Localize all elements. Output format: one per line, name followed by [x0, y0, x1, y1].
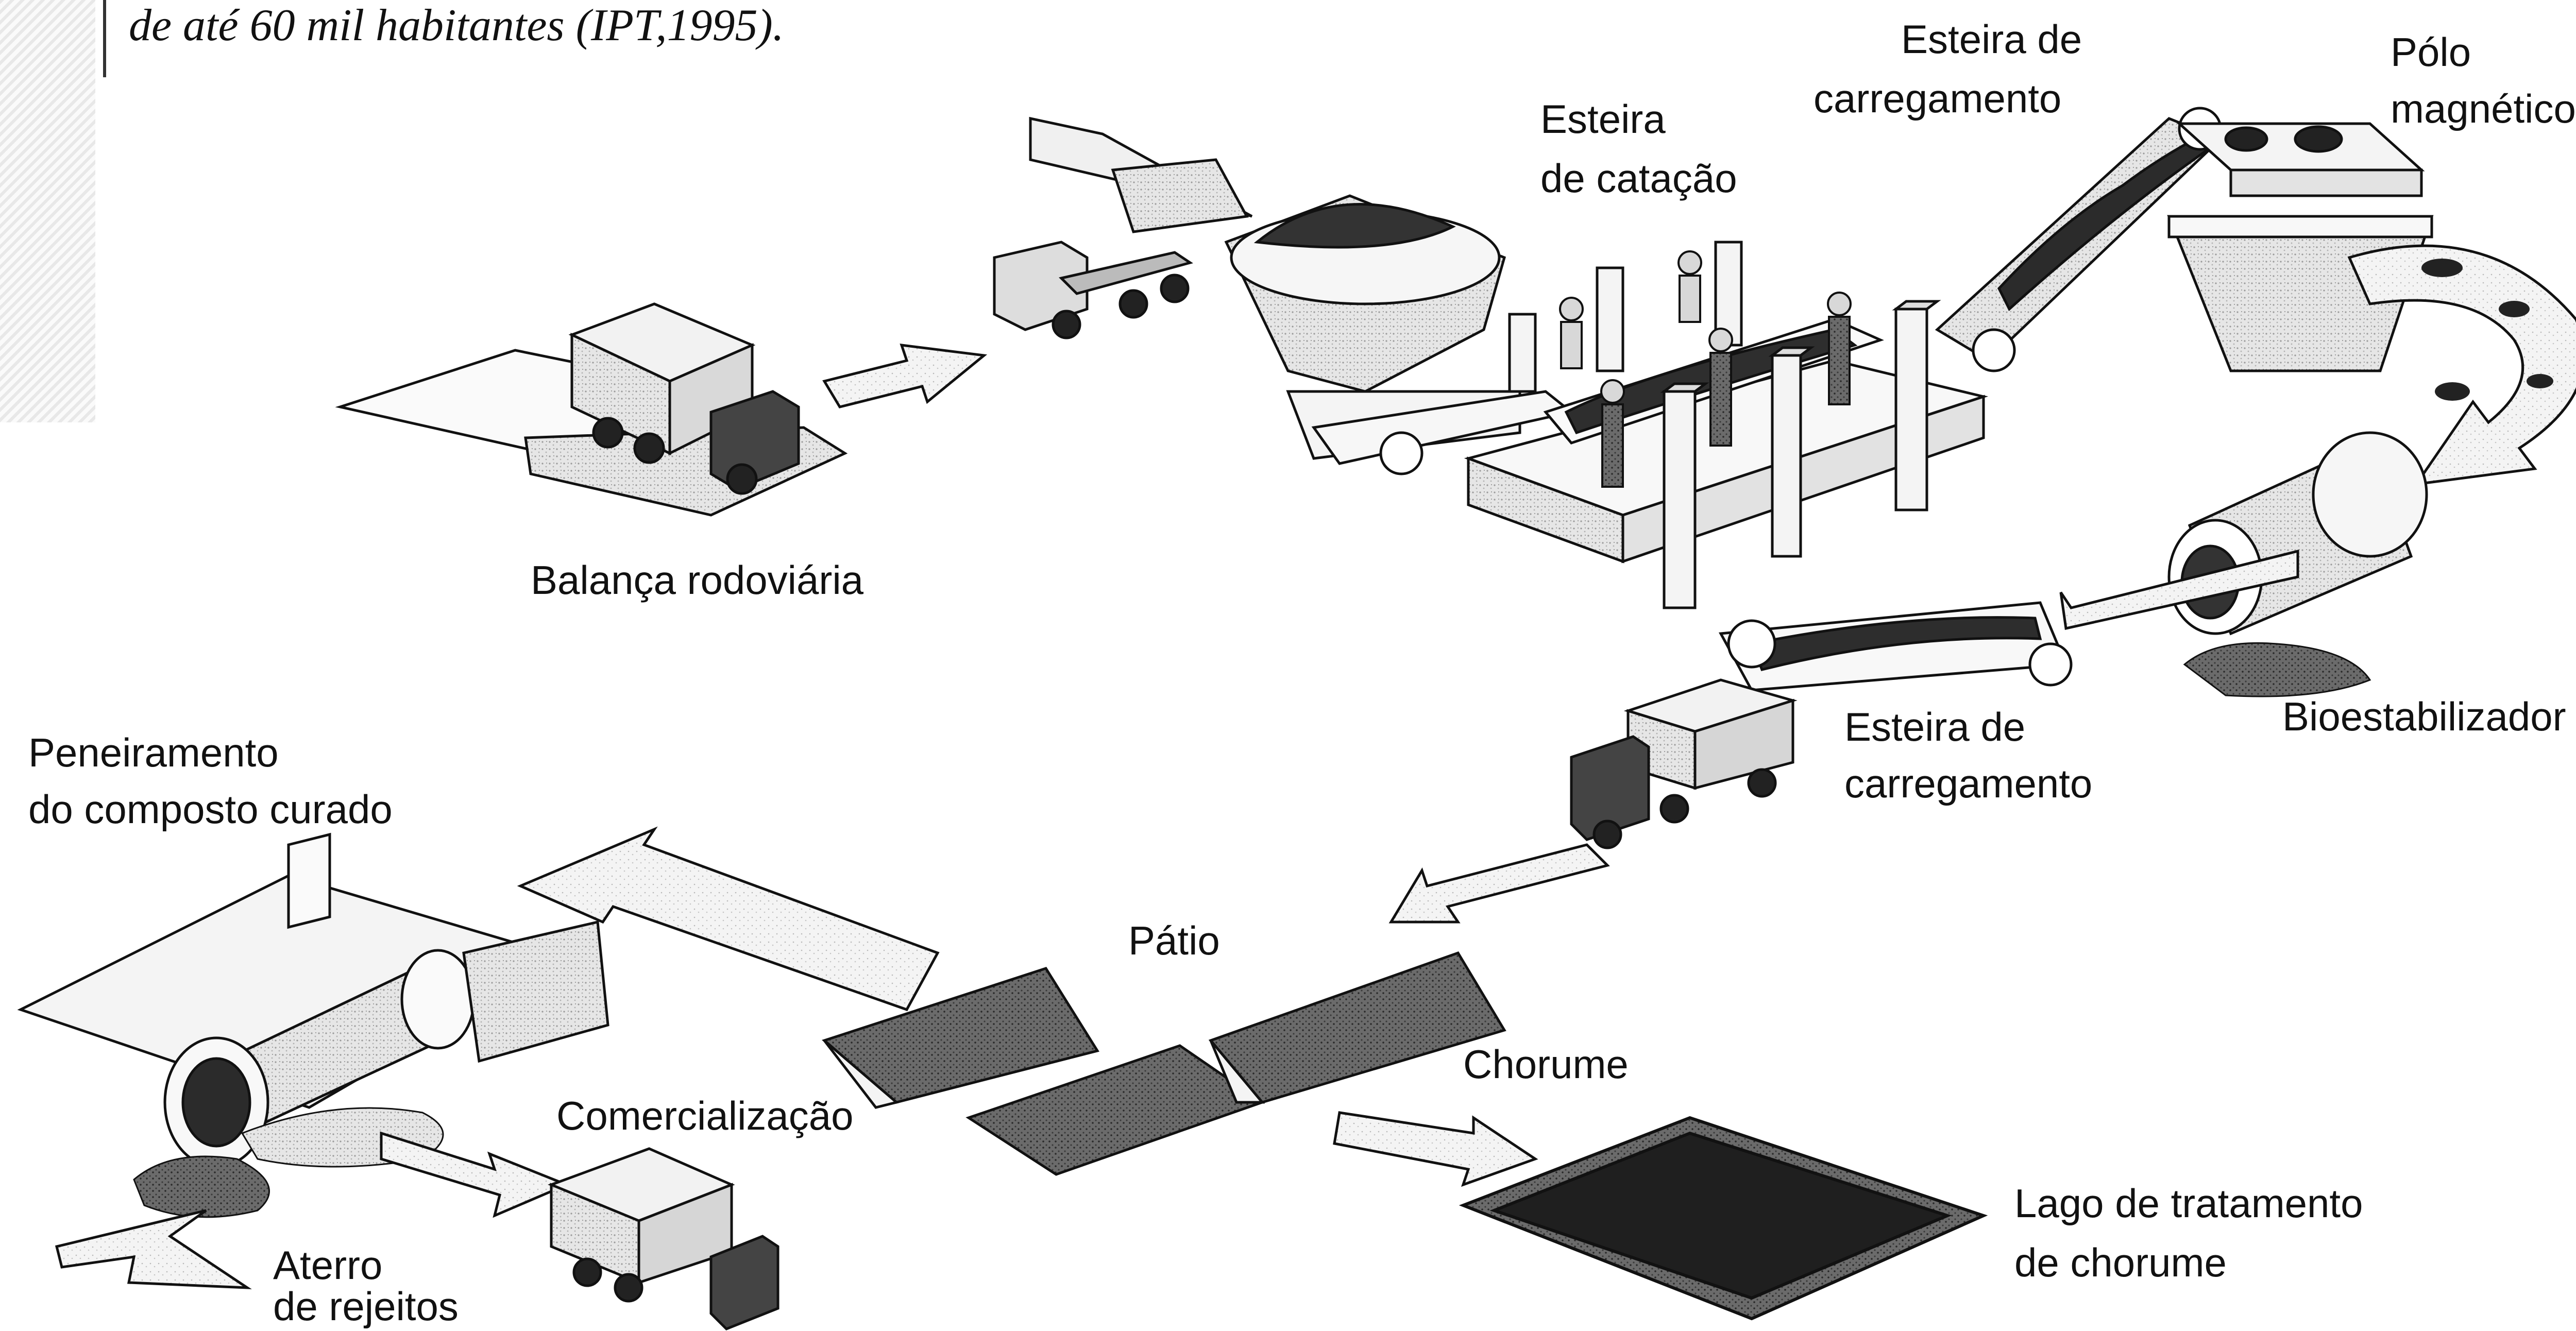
- sorting-workers: [1559, 250, 1852, 488]
- loading-conveyor-mid: [1718, 601, 2073, 692]
- flow-arrow-to-patio: [1388, 843, 1610, 924]
- label-peneiramento-1: Peneiramento: [28, 730, 279, 775]
- screened-compost-pile: [133, 1155, 270, 1218]
- label-esteira-catacao-1: Esteira: [1540, 96, 1666, 142]
- label-lago-1: Lago de tratamento: [2014, 1181, 2363, 1226]
- label-chorume: Chorume: [1463, 1042, 1629, 1087]
- figure-caption: de até 60 mil habitantes (IPT,1995).: [129, 1, 784, 50]
- label-peneiramento-2: do composto curado: [28, 787, 393, 832]
- truck-weighbridge: [568, 302, 800, 495]
- label-polo-magnetico-2: magnético: [2391, 86, 2576, 131]
- sorting-pillars: [1508, 241, 1941, 609]
- leachate-pond: [1459, 1116, 1988, 1321]
- label-aterro-2: de rejeitos: [273, 1284, 459, 1329]
- truck-comercializacao: [548, 1147, 779, 1330]
- flow-arrow-aterro: [55, 1209, 252, 1289]
- magnetic-separator: [2167, 122, 2434, 372]
- flow-arrow-chorume: [1333, 1111, 1538, 1187]
- patio-windrows: [821, 951, 1506, 1176]
- flow-arrow-patio-back: [517, 826, 940, 1012]
- label-polo-magnetico-1: Pólo: [2391, 29, 2471, 75]
- label-esteira-carregamento-mid-2: carregamento: [1844, 761, 2093, 806]
- scanned-page-edge: [0, 0, 95, 422]
- flow-arrow-bio-out: [2059, 549, 2299, 630]
- label-aterro-1: Aterro: [273, 1242, 383, 1288]
- label-comercializacao: Comercialização: [556, 1093, 854, 1138]
- label-patio: Pátio: [1128, 918, 1220, 963]
- truck-loading: [1570, 678, 1798, 849]
- bioestabilizador-drum: [2167, 431, 2428, 636]
- margin-rule: [103, 0, 106, 77]
- label-esteira-catacao-2: de catação: [1540, 156, 1737, 201]
- flow-arrow-1: [822, 344, 988, 408]
- label-esteira-carregamento-top-2: carregamento: [1814, 76, 2062, 121]
- dump-truck-unloading: [993, 116, 1253, 339]
- flow-arrow-comercializacao: [380, 1131, 570, 1218]
- label-bioestabilizador: Bioestabilizador: [2282, 694, 2566, 739]
- label-lago-2: de chorume: [2014, 1240, 2227, 1285]
- bio-compost-pile: [2183, 642, 2371, 697]
- label-esteira-carregamento-mid-1: Esteira de: [1844, 704, 2026, 749]
- label-balanca-rodoviaria: Balança rodoviária: [531, 557, 864, 603]
- feed-conveyor: [1311, 390, 1574, 475]
- label-esteira-carregamento-top-1: Esteira de: [1901, 16, 2082, 62]
- magnet-debris: [2421, 259, 2553, 401]
